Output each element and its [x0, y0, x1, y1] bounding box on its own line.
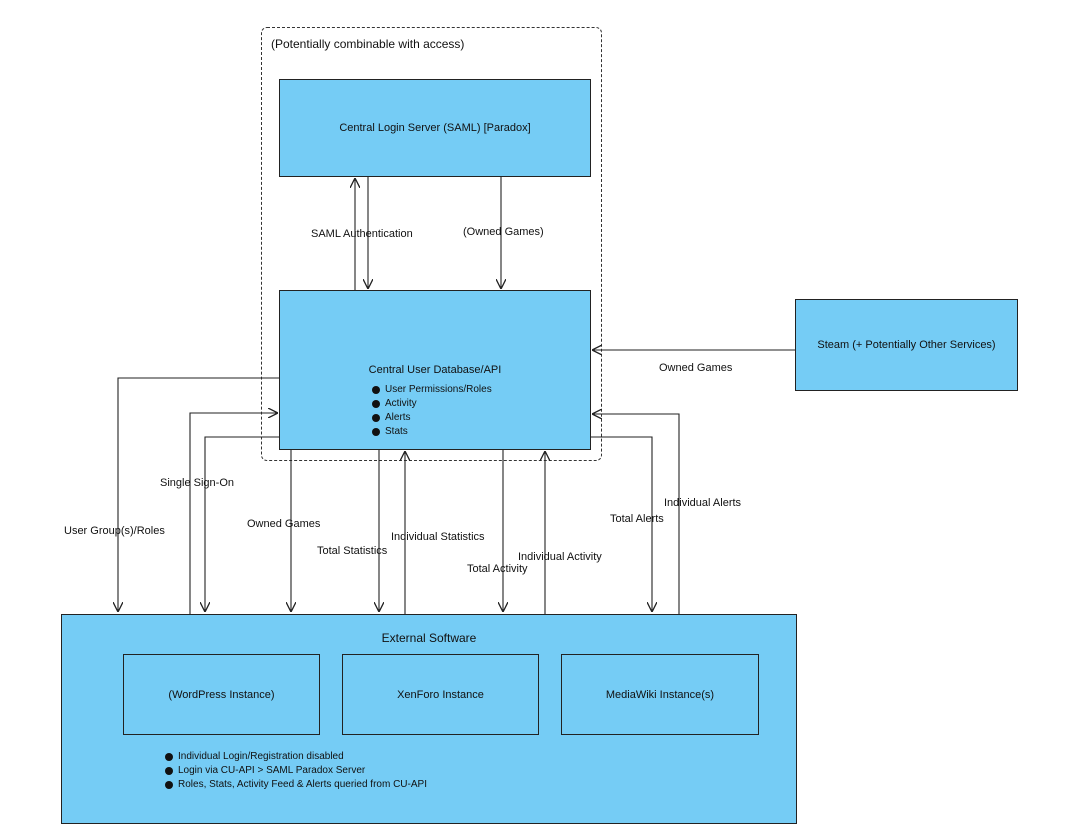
edge-label-total-activity: Total Activity — [467, 563, 528, 575]
steam-node[interactable]: Steam (+ Potentially Other Services) — [795, 299, 1018, 391]
edge-label-owned-games-steam: Owned Games — [659, 362, 733, 374]
central-user-database-node[interactable]: Central User Database/API User Permissio… — [279, 290, 591, 450]
external-bullet-login-disabled: Individual Login/Registration disabled — [165, 750, 427, 764]
external-software-title: External Software — [381, 631, 477, 645]
central-user-database-bullets: User Permissions/Roles Activity Alerts S… — [372, 383, 492, 439]
user-db-bullet-permissions: User Permissions/Roles — [372, 383, 492, 397]
mediawiki-instance-label: MediaWiki Instance(s) — [605, 688, 715, 701]
mediawiki-instance-node[interactable]: MediaWiki Instance(s) — [561, 654, 759, 735]
user-db-bullet-stats: Stats — [372, 425, 492, 439]
steam-title: Steam (+ Potentially Other Services) — [817, 339, 996, 351]
edge-label-single-sign-on: Single Sign-On — [160, 477, 234, 489]
combinable-group-label: (Potentially combinable with access) — [271, 37, 465, 51]
combinable-group-frame — [261, 27, 602, 461]
xenforo-instance-label: XenForo Instance — [397, 688, 484, 701]
wordpress-instance-label: (WordPress Instance) — [168, 688, 275, 701]
user-groups-arrow — [118, 377, 279, 612]
user-db-bullet-activity: Activity — [372, 397, 492, 411]
user-db-bullet-alerts: Alerts — [372, 411, 492, 425]
edge-label-individual-activity: Individual Activity — [518, 551, 602, 563]
edge-label-individual-statistics: Individual Statistics — [391, 531, 485, 543]
external-bullet-queried-from-cu-api: Roles, Stats, Activity Feed & Alerts que… — [165, 778, 427, 792]
edge-label-owned-games-login: (Owned Games) — [463, 226, 544, 238]
edge-label-total-statistics: Total Statistics — [317, 545, 388, 557]
edge-label-individual-alerts: Individual Alerts — [664, 497, 742, 509]
edge-label-owned-games-external: Owned Games — [247, 518, 321, 530]
external-bullet-login-via-cu-api: Login via CU-API > SAML Paradox Server — [165, 764, 427, 778]
edge-label-total-alerts: Total Alerts — [610, 513, 664, 525]
central-login-server-title: Central Login Server (SAML) [Paradox] — [339, 122, 531, 134]
wordpress-instance-node[interactable]: (WordPress Instance) — [123, 654, 320, 735]
central-login-server-node[interactable]: Central Login Server (SAML) [Paradox] — [279, 79, 591, 177]
central-user-database-title: Central User Database/API — [368, 364, 502, 376]
xenforo-instance-node[interactable]: XenForo Instance — [342, 654, 539, 735]
external-software-bullets: Individual Login/Registration disabled L… — [165, 750, 427, 792]
edge-label-user-groups-roles: User Group(s)/Roles — [64, 525, 165, 537]
edge-label-saml-authentication: SAML Authentication — [311, 228, 413, 240]
